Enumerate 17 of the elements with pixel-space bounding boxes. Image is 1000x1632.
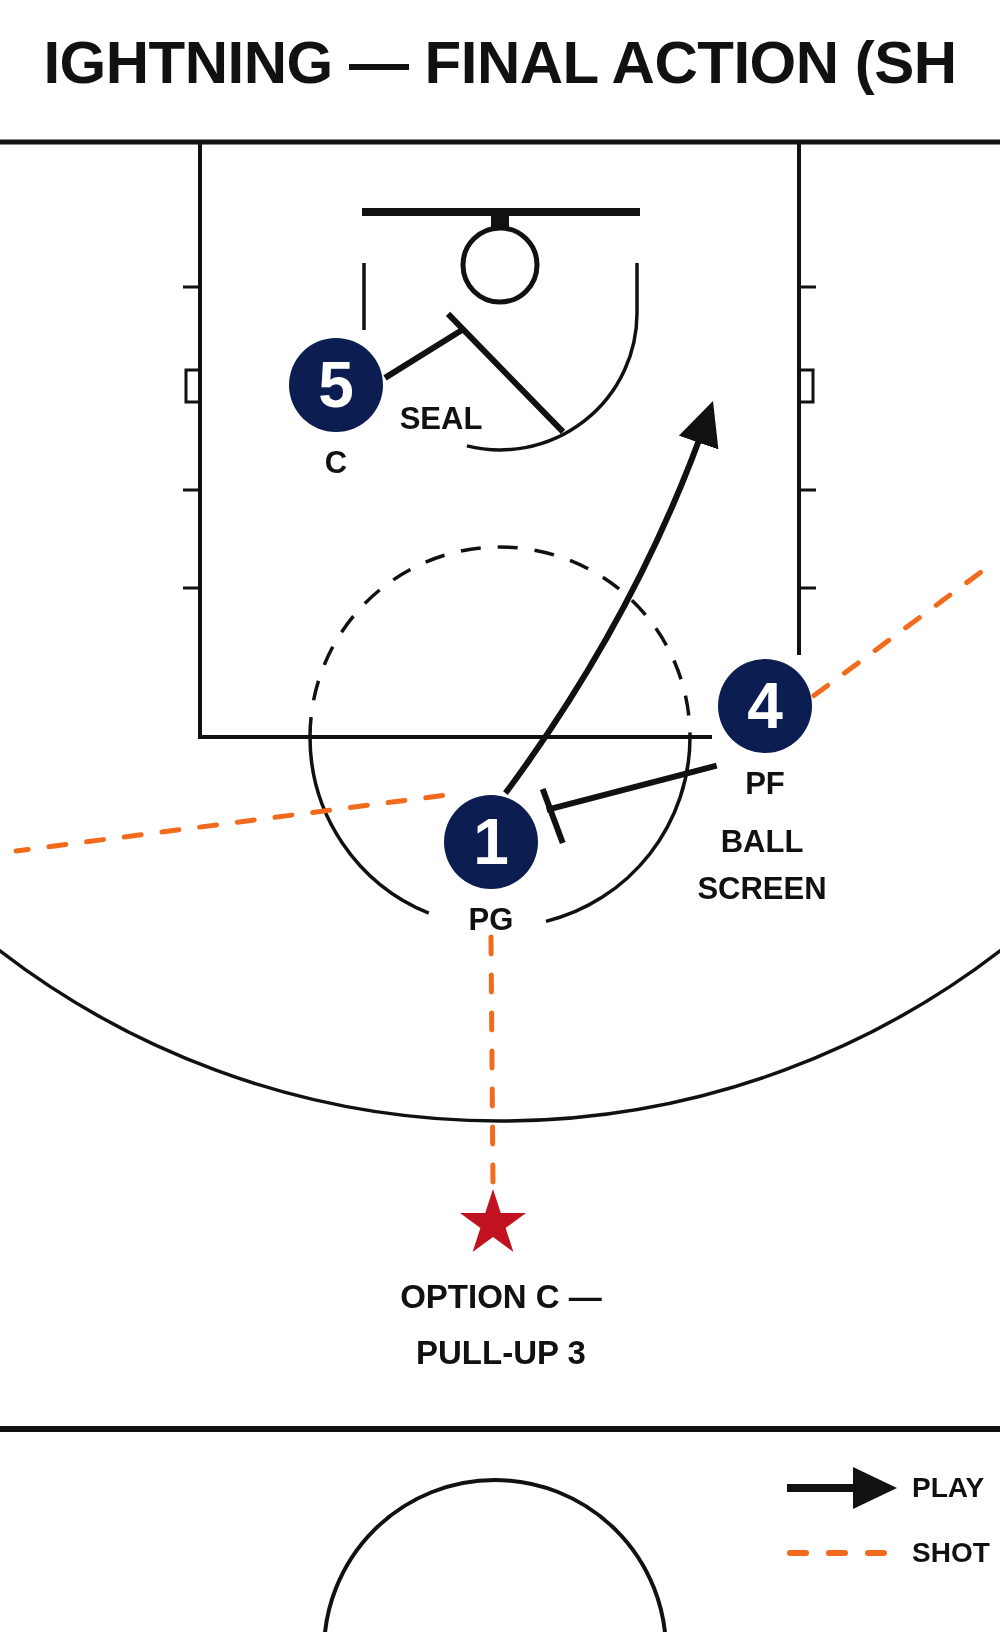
legend-label: SHOT bbox=[912, 1539, 990, 1567]
dashed-shot-line bbox=[13, 793, 446, 854]
screen-line bbox=[383, 310, 567, 435]
action-note: SEAL bbox=[399, 403, 483, 434]
diagram-title: IGHTNING — FINAL ACTION (SH bbox=[43, 33, 957, 93]
player-marker: 4 bbox=[718, 659, 812, 753]
player-marker: 1 bbox=[444, 795, 538, 889]
action-note: BALL SCREEN bbox=[696, 823, 828, 908]
shot-option-caption: OPTION C — PULL-UP 3 bbox=[399, 1277, 603, 1373]
position-label: PF bbox=[745, 768, 785, 799]
position-label: C bbox=[324, 447, 348, 478]
star-marker bbox=[460, 1188, 526, 1252]
position-label: PG bbox=[468, 904, 514, 935]
player-marker: 5 bbox=[289, 338, 383, 432]
legend-label: PLAY bbox=[912, 1474, 985, 1502]
movement-arrow bbox=[503, 401, 718, 795]
screen-line bbox=[539, 762, 718, 846]
